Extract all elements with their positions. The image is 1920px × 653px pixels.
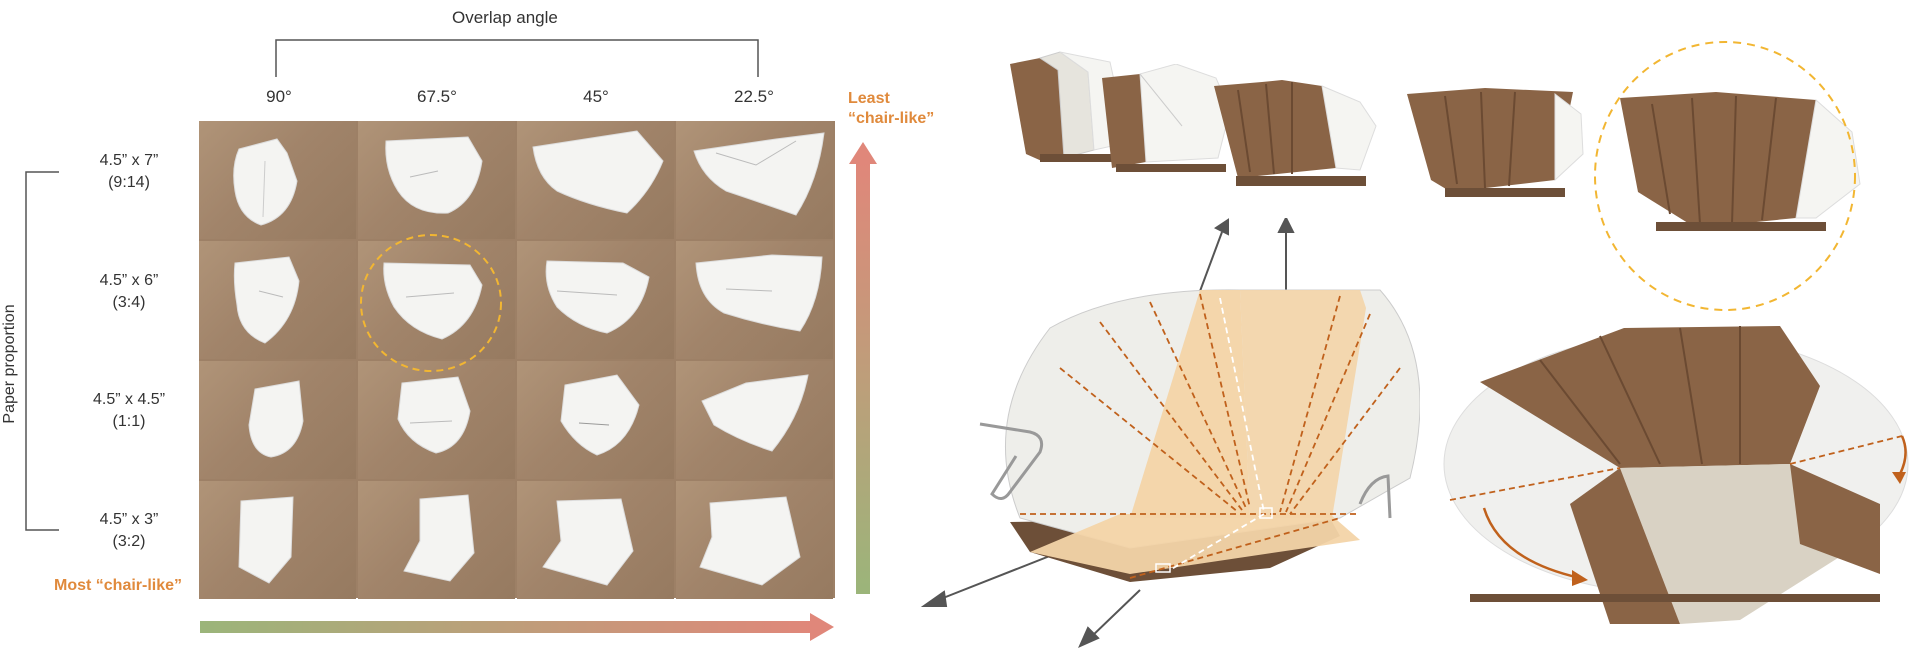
grid-cell-r4-c1 [199,481,356,599]
curved-arrow-icon [1482,507,1581,580]
grid-cell-r2-c3 [517,241,674,359]
column-header-67-5: 67.5° [417,87,457,106]
column-axis-title: Overlap angle [452,8,558,27]
grid-cell-r2-c2 [358,241,515,359]
row-label-1-1: 4.5” x 4.5” (1:1) [92,391,166,430]
unfolded-pattern-diagram [1443,326,1909,624]
chair-fold-diagram [920,218,1420,648]
grid-cell-r2-c1 [199,241,356,359]
grid-cell-r3-c2 [358,361,515,479]
prototype-1 [1010,51,1120,162]
grid-cell-r1-c1 [199,121,356,239]
grid-cell-r2-c4 [676,241,833,359]
row-axis-title: Paper proportion [1,304,18,424]
column-header-45: 45° [583,87,609,106]
row-axis-bracket [25,171,59,531]
right-arrow-icon [200,613,834,641]
grid-cell-r1-c3 [517,121,674,239]
paperclip-icon [979,422,1044,500]
least-chair-like-label: Least “chair-like” [848,90,935,127]
most-chair-like-label: Most “chair-like” [54,577,183,594]
column-header-22-5: 22.5° [734,87,774,106]
row-label-3-4: 4.5” x 6” (3:4) [99,272,159,311]
row-label-9-14: 4.5” x 7” (9:14) [99,152,159,191]
grid-cell-r3-c4 [676,361,833,479]
prototype-photo-grid [199,121,835,599]
prototype-2 [1102,64,1231,172]
row-label-3-2: 4.5” x 3” (3:2) [99,511,159,550]
dashed-circle-icon [1594,41,1856,311]
column-axis-bracket [275,39,759,77]
grid-cell-r3-c1 [199,361,356,479]
prototype-3 [1214,80,1377,186]
grid-cell-r4-c2 [358,481,515,599]
prototype-5 [1620,92,1861,231]
prototype-4 [1407,88,1584,197]
grid-cell-r3-c3 [517,361,674,479]
grid-cell-r1-c4 [676,121,833,239]
column-header-90: 90° [266,87,292,106]
grid-cell-r4-c4 [676,481,833,599]
dashed-circle-icon [360,234,502,372]
grid-cell-r4-c3 [517,481,674,599]
up-arrow-icon [849,142,877,594]
grid-cell-r1-c2 [358,121,515,239]
